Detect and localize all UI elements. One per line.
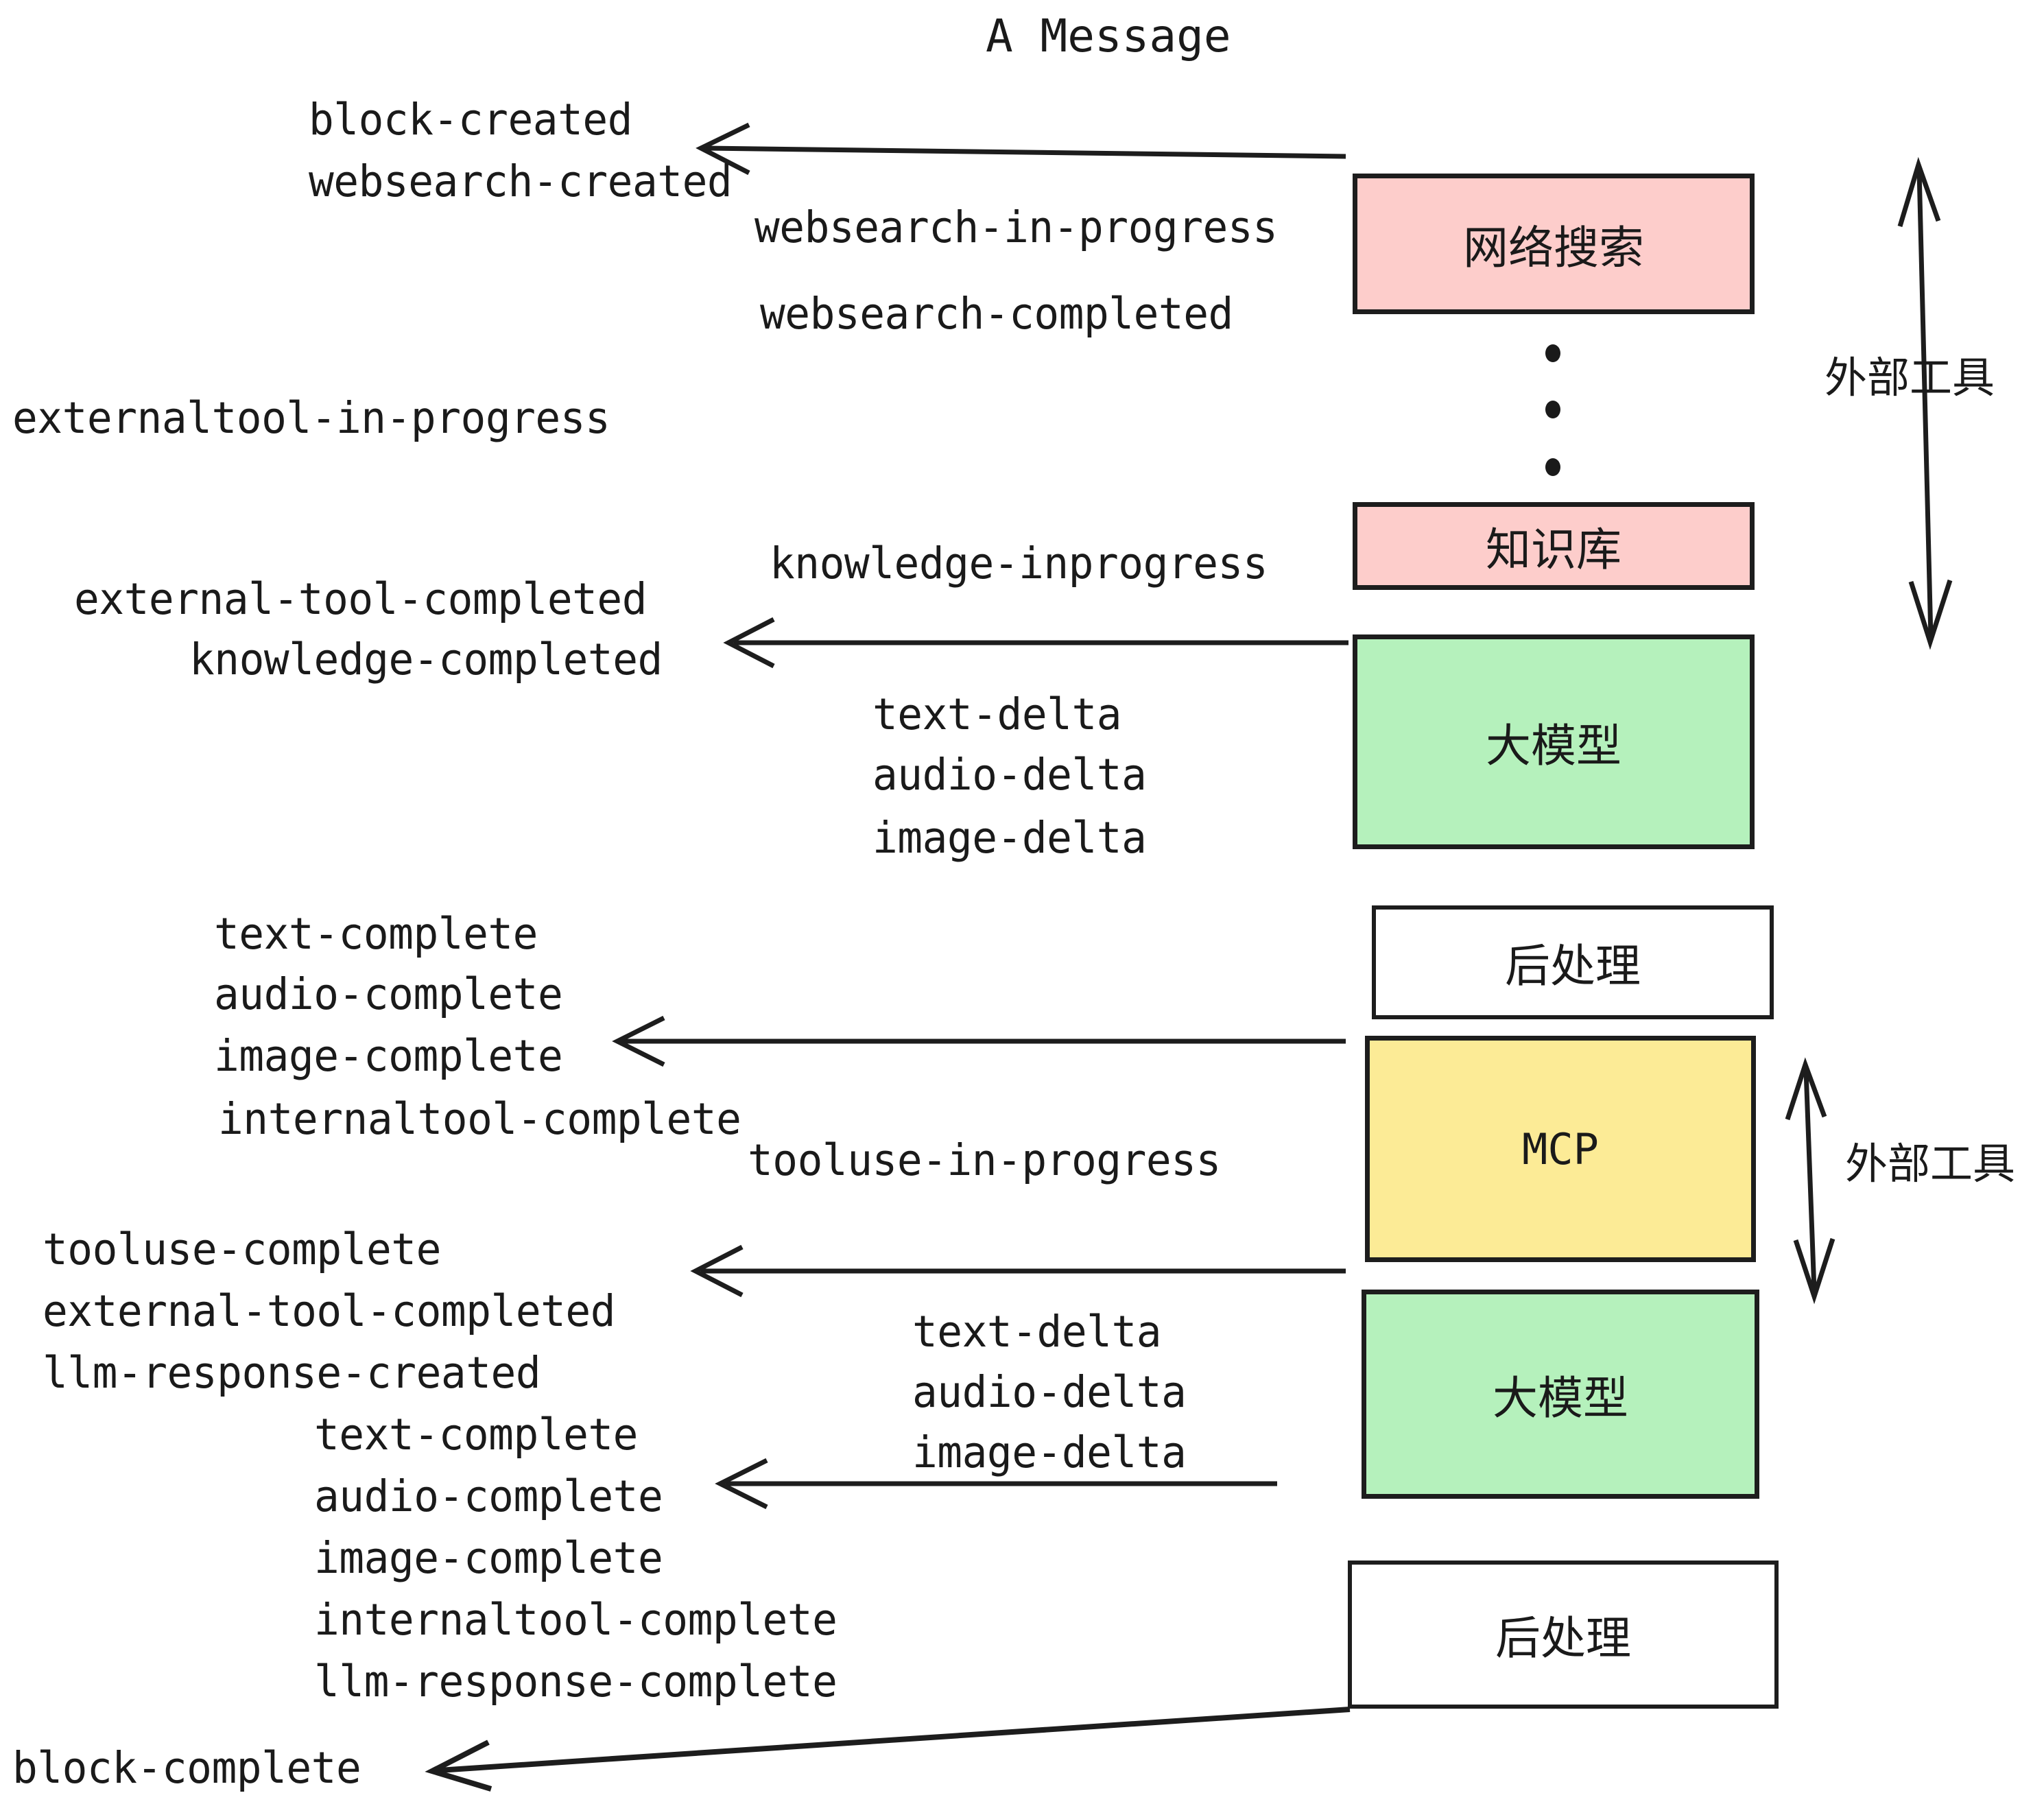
event-label-llm-response-created: llm-response-created	[43, 1348, 541, 1398]
node-box-llm-1[interactable]: 大模型	[1353, 634, 1755, 849]
event-label-text-complete-1: text-complete	[214, 909, 538, 959]
arrow-tooluse-complete	[690, 1244, 1346, 1298]
arrow-image-complete	[612, 1015, 1346, 1067]
event-label-audio-delta-1: audio-delta	[872, 750, 1147, 800]
node-box-knowledge[interactable]: 知识库	[1353, 502, 1755, 590]
arrow-block-complete	[425, 1707, 1351, 1792]
node-box-postprocess-1[interactable]: 后处理	[1372, 905, 1774, 1019]
event-label-text-complete-2: text-complete	[314, 1410, 638, 1460]
node-box-mcp[interactable]: MCP	[1365, 1036, 1756, 1262]
node-box-websearch[interactable]: 网络搜索	[1353, 174, 1755, 314]
event-label-image-delta-2: image-delta	[912, 1427, 1187, 1477]
event-label-websearch-created: websearch-created	[309, 156, 733, 206]
event-label-text-delta-1: text-delta	[872, 689, 1122, 739]
ellipsis-dot	[1545, 401, 1560, 418]
ellipsis-dot	[1545, 344, 1560, 362]
event-label-block-created: block-created	[309, 95, 632, 145]
external-tool-label-top: 外部工具	[1825, 353, 1995, 403]
page-title: A Message	[986, 10, 1231, 62]
event-label-image-complete-1: image-complete	[214, 1031, 563, 1081]
node-box-label: MCP	[1522, 1124, 1599, 1174]
external-tool-arrow-bottom	[1785, 1057, 1835, 1305]
external-tool-label-bottom: 外部工具	[1845, 1139, 2016, 1189]
event-label-internaltool-complete-1: internaltool-complete	[218, 1094, 741, 1144]
node-box-label: 网络搜索	[1463, 221, 1644, 274]
node-box-label: 后处理	[1505, 940, 1641, 993]
event-label-audio-delta-2: audio-delta	[912, 1367, 1187, 1417]
node-box-label: 后处理	[1495, 1612, 1631, 1665]
event-label-websearch-completed: websearch-completed	[760, 289, 1233, 339]
event-label-audio-complete-2: audio-complete	[314, 1471, 663, 1521]
event-label-tooluse-in-progress: tooluse-in-progress	[748, 1135, 1221, 1185]
node-box-label: 知识库	[1486, 523, 1621, 576]
event-label-external-tool-completed-1: external-tool-completed	[74, 574, 647, 624]
node-box-llm-2[interactable]: 大模型	[1362, 1290, 1759, 1499]
node-box-label: 大模型	[1486, 719, 1621, 772]
event-label-block-complete: block-complete	[12, 1743, 361, 1793]
ellipsis-dot	[1545, 458, 1560, 476]
event-label-text-delta-2: text-delta	[912, 1307, 1162, 1357]
event-label-knowledge-completed: knowledge-completed	[189, 634, 663, 685]
node-box-label: 大模型	[1493, 1371, 1628, 1425]
event-label-image-complete-2: image-complete	[314, 1533, 663, 1583]
node-box-postprocess-2[interactable]: 后处理	[1348, 1560, 1779, 1709]
event-label-websearch-in-progress: websearch-in-progress	[754, 202, 1278, 252]
event-label-image-delta-1: image-delta	[872, 813, 1147, 863]
event-label-knowledge-inprogress: knowledge-inprogress	[770, 538, 1268, 589]
arrow-websearch-to-block-created	[696, 122, 1346, 176]
arrow-knowledge-completed	[723, 617, 1348, 669]
event-label-external-tool-completed-2: external-tool-completed	[43, 1286, 616, 1336]
event-label-externaltool-in-progress: externaltool-in-progress	[12, 393, 610, 443]
event-label-tooluse-complete: tooluse-complete	[43, 1224, 441, 1274]
event-label-internaltool-complete-2: internaltool-complete	[314, 1595, 837, 1645]
event-label-audio-complete-1: audio-complete	[214, 969, 563, 1019]
event-label-llm-response-complete: llm-response-complete	[314, 1657, 837, 1707]
